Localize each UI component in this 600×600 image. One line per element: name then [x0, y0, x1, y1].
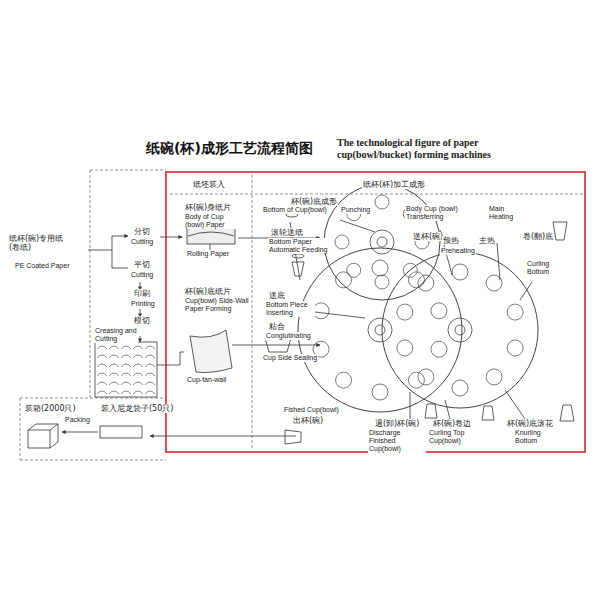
process-label: 送杯(碗)	[412, 232, 444, 241]
wheel-stroke	[397, 304, 413, 320]
process-label: Fished Cup(bowl)	[283, 406, 340, 414]
wheel-stroke	[418, 369, 434, 385]
wheel-stroke	[375, 325, 385, 335]
process-label: Cup-fan-wall	[186, 376, 227, 384]
wheel-stroke	[486, 369, 502, 385]
process-label: Punching	[340, 206, 371, 214]
process-label: Cutting	[130, 271, 154, 279]
diagram-title: 纸碗(杯)成形工艺流程简图	[146, 140, 313, 158]
process-label: 杯(碗)底滚花	[506, 419, 554, 428]
parts	[28, 213, 574, 448]
process-label: 杯(碗)卷边	[432, 419, 472, 428]
process-label: 分切	[133, 227, 151, 236]
process-label: 纸杯(碗)专用纸 (卷纸)	[8, 234, 72, 252]
wheel-stroke	[452, 264, 468, 280]
wheel-stroke	[418, 275, 434, 291]
process-label: 预热	[442, 236, 460, 245]
process-label: 杯(碗)身纸片	[184, 203, 232, 212]
wheel-stroke	[397, 340, 413, 356]
wheel-stroke	[324, 184, 440, 300]
process-label: 退(卸)杯(碗)	[374, 419, 420, 428]
process-label: Main Heating	[488, 205, 522, 221]
process-label: Rolling Paper	[186, 250, 230, 258]
process-label: 主热	[478, 236, 496, 245]
process-label: Conglutinating	[265, 332, 312, 340]
process-label: Cup Side Sealing	[262, 354, 318, 362]
wheel-stroke	[336, 372, 352, 388]
process-label: 杯(碗)底成形	[290, 197, 338, 206]
wheel-stroke	[313, 303, 329, 319]
wheel-stroke	[455, 325, 465, 335]
wheel-stroke	[347, 263, 361, 277]
wheel-stroke	[336, 272, 352, 288]
wheel-stroke	[375, 275, 389, 289]
process-label: 纸杯(杯)加工成形	[362, 180, 426, 189]
process-label: Printing	[130, 300, 156, 308]
wheel-stroke	[377, 237, 387, 247]
flow-arrows	[62, 220, 532, 436]
process-label: PE Coated Paper	[14, 262, 70, 270]
wheel-stroke	[507, 340, 523, 356]
wheel-stroke	[382, 252, 538, 408]
process-label: 卷(翻)底	[522, 232, 554, 241]
wheel-stroke	[408, 272, 424, 288]
process-label: 纸坯装入	[192, 180, 226, 189]
process-label: 印刷	[133, 289, 151, 298]
process-label: Bottom Piece Inserting	[265, 301, 315, 317]
wheel-stroke	[452, 380, 468, 396]
wheel-stroke	[448, 318, 472, 342]
forming-wheels	[298, 184, 538, 412]
wheel-stroke	[335, 235, 349, 249]
process-label: Discharge Finished Cup(bowl)	[368, 429, 426, 453]
wheel-stroke	[431, 341, 447, 357]
region-frames	[20, 170, 585, 460]
process-label: 送底	[268, 291, 286, 300]
process-label: Preheating	[440, 247, 476, 255]
process-label: Bottom Paper Automatic Feeding	[268, 238, 332, 254]
process-label: Cup(bowl) Side-Wall Paper Forming	[184, 297, 250, 313]
wheel-stroke	[298, 248, 462, 412]
process-label: 粘合	[268, 322, 286, 331]
wheel-stroke	[372, 384, 388, 400]
process-label: 装箱(2000只)	[24, 404, 77, 413]
process-label: 杯(碗)底纸片	[184, 287, 232, 296]
process-label: Creasing and Cutting	[94, 327, 138, 343]
process-label: Packing	[64, 416, 91, 424]
wheel-stroke	[368, 318, 392, 342]
process-label: 模切	[133, 316, 151, 325]
process-label: Knurling Bottom	[514, 429, 552, 445]
process-label: 平切	[133, 260, 151, 269]
wheel-stroke	[507, 304, 523, 320]
process-label: Bottom of Cup(bowl)	[262, 206, 328, 214]
process-label: Body Cup (bowl) Transferring	[405, 205, 461, 221]
wheel-stroke	[370, 230, 394, 254]
wheel-stroke	[375, 195, 389, 209]
wheel-stroke	[431, 303, 447, 319]
process-label: 出杯(碗)	[292, 416, 324, 425]
process-label: Body of Cup (bowl) Paper	[184, 213, 238, 229]
wheel-stroke	[408, 372, 424, 388]
wheel-stroke	[372, 260, 388, 276]
process-label: Curling Bottom	[526, 260, 566, 276]
process-label: Curling Top Cup(bowl)	[428, 429, 476, 445]
english-title: The technological figure of paper cup(bo…	[336, 137, 533, 160]
process-label: 滚轮送纸	[270, 228, 304, 237]
process-label: 装入尼龙袋子(50只)	[100, 404, 174, 413]
process-label: Cutting	[130, 238, 154, 246]
